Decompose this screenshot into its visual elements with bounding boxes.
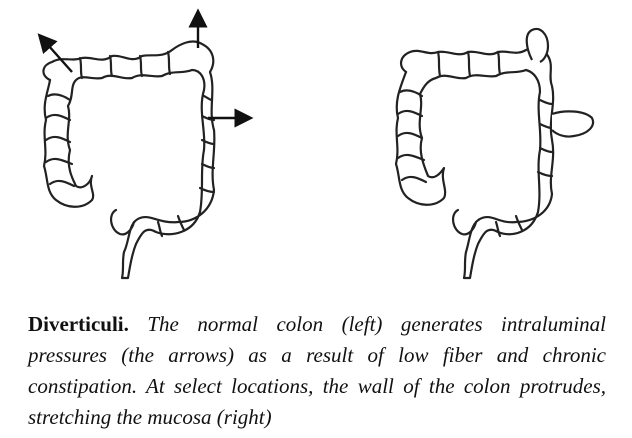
normal-colon-drawing [42, 40, 216, 280]
diverticula [525, 27, 595, 138]
diverticuli-figure [37, 8, 595, 280]
pressure-arrow-upper-left [37, 33, 73, 73]
caption-text: The normal colon (left) generates intral… [28, 312, 606, 429]
diverticulum-side [551, 110, 595, 138]
figure-caption: Diverticuli. The normal colon (left) gen… [28, 309, 606, 433]
diverticula-colon-drawing [394, 46, 555, 280]
caption-term: Diverticuli. [28, 312, 129, 336]
pressure-arrows [37, 8, 254, 128]
colon-illustration [37, 8, 595, 280]
diverticulum-top [525, 27, 550, 63]
